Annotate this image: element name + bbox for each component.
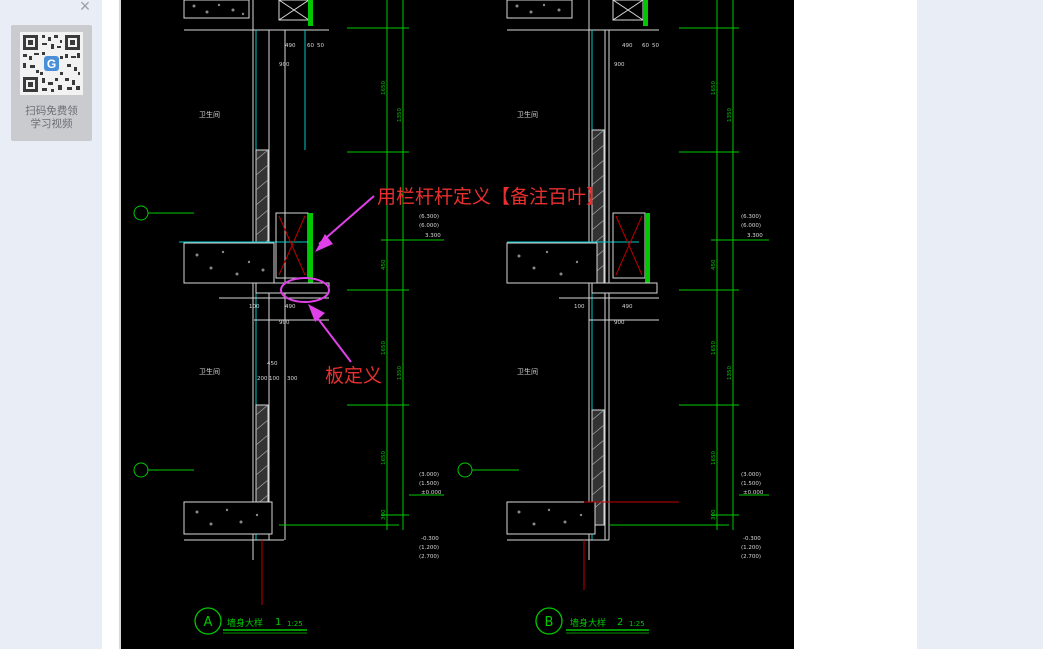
right-sidebar: [917, 0, 1043, 649]
annotation-slab-text: 板定义: [325, 365, 382, 387]
dim-300-a1: 300: [381, 509, 387, 520]
dim-60-a1: 60: [307, 43, 314, 49]
detail-b-drawing: [457, 0, 769, 635]
dim-450-b1: 450: [711, 259, 717, 270]
elev-b-5: (1.500): [741, 481, 761, 487]
elev-b-2: (6.000): [741, 223, 761, 229]
dim-1650-b1: 1650: [711, 81, 717, 95]
dim-490-b2: 490: [622, 304, 633, 310]
elev-b-4: (3.000): [741, 472, 761, 478]
dim-50-a1: 50: [317, 43, 324, 49]
dim-1650-a2: 1650: [381, 341, 387, 355]
close-icon[interactable]: ×: [79, 0, 91, 16]
dim-1650-a1: 1650: [381, 81, 387, 95]
room-label-a2: 卫生间: [199, 367, 220, 376]
cad-drawing-image: 卫生间 卫生间 卫生间 卫生间 900 900 900 900 490 490 …: [119, 0, 794, 649]
detail-b-title: 墙身大样: [570, 617, 606, 629]
annotation-railing-arrow: [315, 195, 375, 252]
dim-490-a2: 490: [285, 304, 296, 310]
detail-b-marker: B: [545, 615, 554, 630]
elev-a-5: (1.500): [419, 481, 439, 487]
qr-code-icon[interactable]: G: [20, 32, 83, 95]
elev-b-1: (6.300): [741, 214, 761, 220]
dim-100-b: 100: [574, 304, 585, 310]
elev-a-3: 3.300: [425, 233, 441, 239]
dim-100-a2: 100: [269, 376, 280, 382]
dim-50-b1: 50: [652, 43, 659, 49]
elev-a-6: ±0.000: [421, 490, 442, 496]
dim-300-b1: 300: [711, 509, 717, 520]
annotation-slab-arrow: [308, 304, 352, 363]
dim-450-a: 450: [267, 361, 278, 367]
dim-1650-a3: 1650: [381, 451, 387, 465]
dim-200-a: 200: [257, 376, 268, 382]
elev-b-9: (2.700): [741, 554, 761, 560]
dim-1350-b1: 1350: [727, 108, 733, 122]
dim-900-a2: 900: [279, 320, 290, 326]
qr-caption-line1: 扫码免费领: [25, 105, 78, 117]
qr-promo-card[interactable]: G 扫码免费领 学习视频: [11, 25, 92, 141]
dim-1350-b2: 1350: [727, 366, 733, 380]
room-label-a1: 卫生间: [199, 110, 220, 119]
elev-b-3: 3.300: [747, 233, 763, 239]
annotation-railing-text: 用栏杆杆定义【备注百叶】: [377, 186, 605, 208]
dim-1350-a2: 1350: [397, 366, 403, 380]
dim-1650-b3: 1650: [711, 451, 717, 465]
elev-b-8: (1.200): [741, 545, 761, 551]
dim-490-b1: 490: [622, 43, 633, 49]
detail-a-drawing: [133, 0, 444, 635]
qr-caption: 扫码免费领 学习视频: [11, 105, 92, 131]
elev-a-8: (1.200): [419, 545, 439, 551]
elev-b-7: -0.300: [743, 536, 761, 542]
dim-300-a: 300: [287, 376, 298, 382]
detail-b-number: 2: [617, 617, 623, 628]
dim-900-b1: 900: [614, 62, 625, 68]
elev-b-6: ±0.000: [743, 490, 764, 496]
detail-a-title: 墙身大样: [227, 617, 263, 629]
room-label-b1: 卫生间: [517, 110, 538, 119]
detail-a-marker: A: [204, 615, 213, 630]
room-label-b2: 卫生间: [517, 367, 538, 376]
detail-a-number: 1: [275, 617, 281, 628]
elev-a-1: (6.300): [419, 214, 439, 220]
svg-text:G: G: [47, 57, 56, 71]
elev-a-2: (6.000): [419, 223, 439, 229]
dim-450-a1: 450: [381, 259, 387, 270]
dim-1650-b2: 1650: [711, 341, 717, 355]
elev-a-4: (3.000): [419, 472, 439, 478]
dim-100-a: 100: [249, 304, 260, 310]
dim-1350-a1: 1350: [397, 108, 403, 122]
dim-60-b1: 60: [642, 43, 649, 49]
elev-a-7: -0.300: [421, 536, 439, 542]
dim-900-a1: 900: [279, 62, 290, 68]
detail-a-scale: 1:25: [287, 620, 303, 628]
cad-drawing-canvas: 卫生间 卫生间 卫生间 卫生间 900 900 900 900 490 490 …: [119, 0, 769, 649]
annotation-slab-ellipse: [280, 277, 330, 303]
dim-900-b2: 900: [614, 320, 625, 326]
dim-490-a1: 490: [285, 43, 296, 49]
qr-caption-line2: 学习视频: [30, 118, 73, 130]
detail-b-scale: 1:25: [629, 620, 645, 628]
elev-a-9: (2.700): [419, 554, 439, 560]
